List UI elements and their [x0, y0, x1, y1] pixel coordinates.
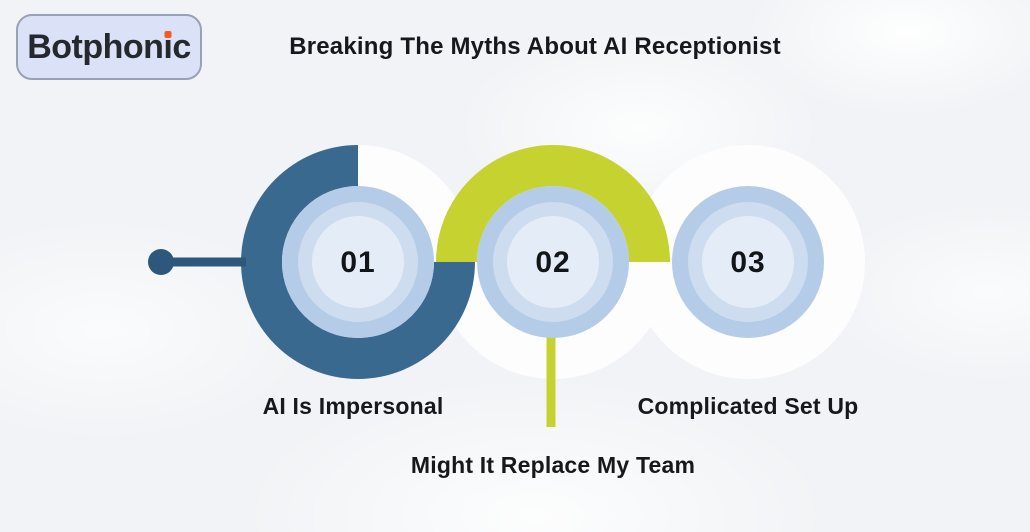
step3-number: 03 — [730, 246, 765, 279]
step3-circle-inner — [702, 216, 794, 308]
logo-text-after-i: c — [172, 28, 191, 66]
step1-label: AI Is Impersonal — [262, 393, 444, 419]
page-title: Breaking The Myths About AI Receptionist — [289, 33, 781, 60]
step1-circle-inner — [312, 216, 404, 308]
step2-number: 02 — [535, 246, 570, 279]
step2-label: Might It Replace My Team — [410, 452, 696, 478]
logo-text-before-i: Botphon — [27, 28, 164, 66]
step2-pointer-line — [546, 334, 556, 427]
logo-letter-i: ı — [163, 30, 172, 64]
step1-arc — [241, 145, 475, 379]
step2-circle-inner — [507, 216, 599, 308]
connector-line — [161, 257, 246, 267]
step2-arc — [436, 145, 670, 262]
step1-number: 01 — [340, 246, 375, 279]
step3-label: Complicated Set Up — [637, 393, 859, 419]
logo-orange-dot-icon — [164, 31, 172, 38]
logo-dotless-i: ı — [163, 28, 173, 66]
